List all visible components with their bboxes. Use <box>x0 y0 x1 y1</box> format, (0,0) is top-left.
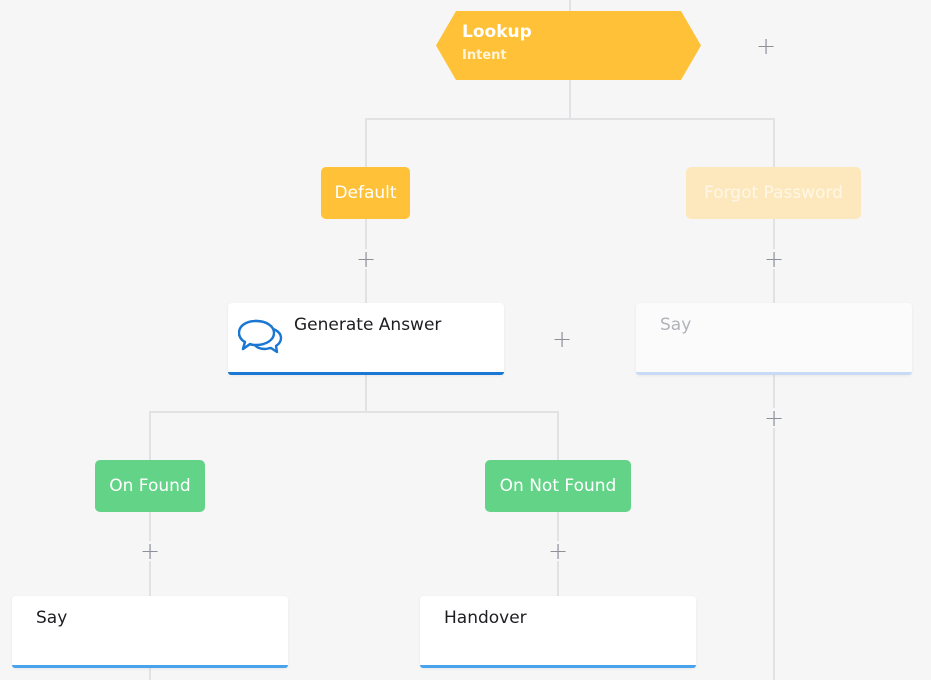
say-node-forgot-password[interactable]: Say <box>636 303 912 375</box>
plus-icon[interactable]: + <box>547 537 569 565</box>
connector <box>773 118 775 167</box>
chat-bubbles-icon <box>238 319 283 354</box>
node-accent-bar <box>12 665 288 668</box>
branch-on-not-found[interactable]: On Not Found <box>485 460 631 512</box>
branch-default[interactable]: Default <box>321 167 410 219</box>
say-node-on-found[interactable]: Say <box>12 596 288 668</box>
plus-icon[interactable]: + <box>755 32 777 60</box>
connector <box>365 375 367 413</box>
connector <box>365 118 367 167</box>
intent-title: Lookup <box>462 22 532 42</box>
connector <box>149 668 151 680</box>
connector <box>569 80 571 120</box>
plus-icon[interactable]: + <box>551 325 573 353</box>
plus-icon[interactable]: + <box>139 537 161 565</box>
connector <box>569 0 571 11</box>
node-label: Say <box>660 315 692 335</box>
plus-icon[interactable]: + <box>763 404 785 432</box>
node-accent-bar <box>228 372 504 375</box>
connector <box>557 411 559 460</box>
node-label: Handover <box>444 608 527 628</box>
node-accent-bar <box>636 372 912 375</box>
branch-forgot-password[interactable]: Forgot Password <box>686 167 861 219</box>
generate-answer-node[interactable]: Generate Answer <box>228 303 504 375</box>
connector <box>149 411 559 413</box>
handover-node[interactable]: Handover <box>420 596 696 668</box>
branch-on-found[interactable]: On Found <box>95 460 205 512</box>
node-accent-bar <box>420 665 696 668</box>
intent-node[interactable]: Lookup Intent <box>436 11 701 80</box>
node-label: Say <box>36 608 68 628</box>
connector <box>365 118 775 120</box>
intent-subtitle: Intent <box>462 48 507 63</box>
connector <box>149 411 151 460</box>
node-label: Generate Answer <box>294 315 442 335</box>
plus-icon[interactable]: + <box>355 245 377 273</box>
connector <box>773 375 775 680</box>
plus-icon[interactable]: + <box>763 245 785 273</box>
